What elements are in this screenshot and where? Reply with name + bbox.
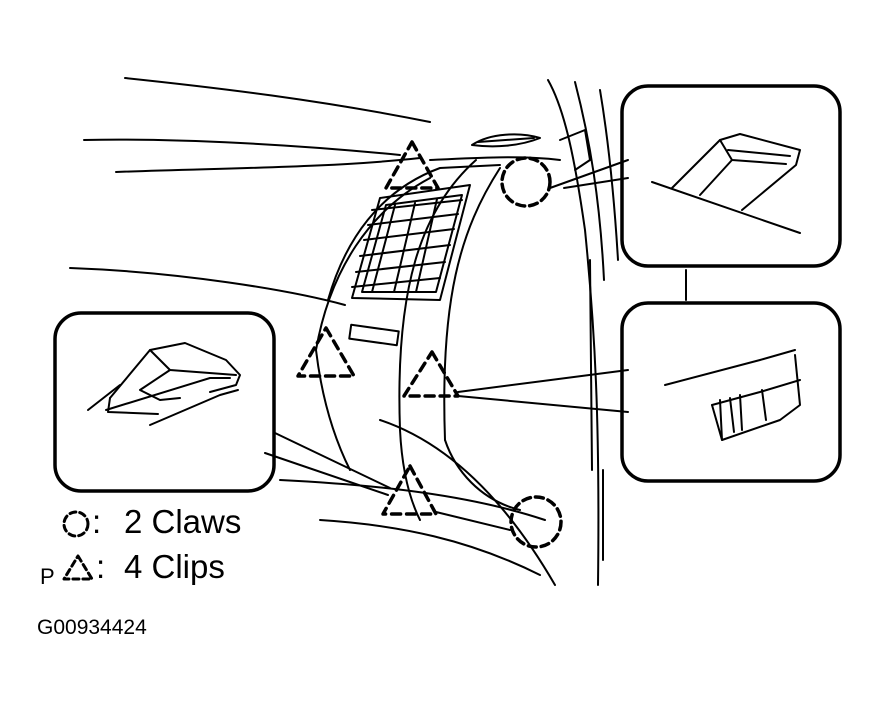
- leader-lines: [264, 159, 629, 531]
- legend-clips-label: 4 Clips: [124, 548, 225, 585]
- clip-marker-mid: [402, 350, 460, 398]
- legend-clips-prefix: P: [40, 564, 55, 589]
- dashed-triangle-icon: [62, 554, 94, 581]
- claw-marker-top: [500, 156, 552, 208]
- callout-clip-detail-right: [620, 301, 842, 483]
- dashed-circle-icon: [62, 510, 90, 538]
- clip-marker-left: [296, 326, 356, 378]
- figure-code: G00934424: [37, 616, 147, 639]
- legend-clips-marker: :: [96, 548, 106, 585]
- legend-claws-label: 2 Claws: [124, 503, 242, 540]
- claw-marker-bottom: [509, 495, 563, 549]
- callout-claw-detail: [620, 84, 842, 268]
- legend-claws-marker: :: [92, 503, 102, 540]
- callout-clip-detail-left: [53, 311, 276, 493]
- air-vent-panel: [315, 133, 541, 521]
- clip-marker-top: [384, 140, 440, 190]
- clip-marker-bottom: [381, 464, 438, 516]
- dashboard-outline: [69, 77, 687, 586]
